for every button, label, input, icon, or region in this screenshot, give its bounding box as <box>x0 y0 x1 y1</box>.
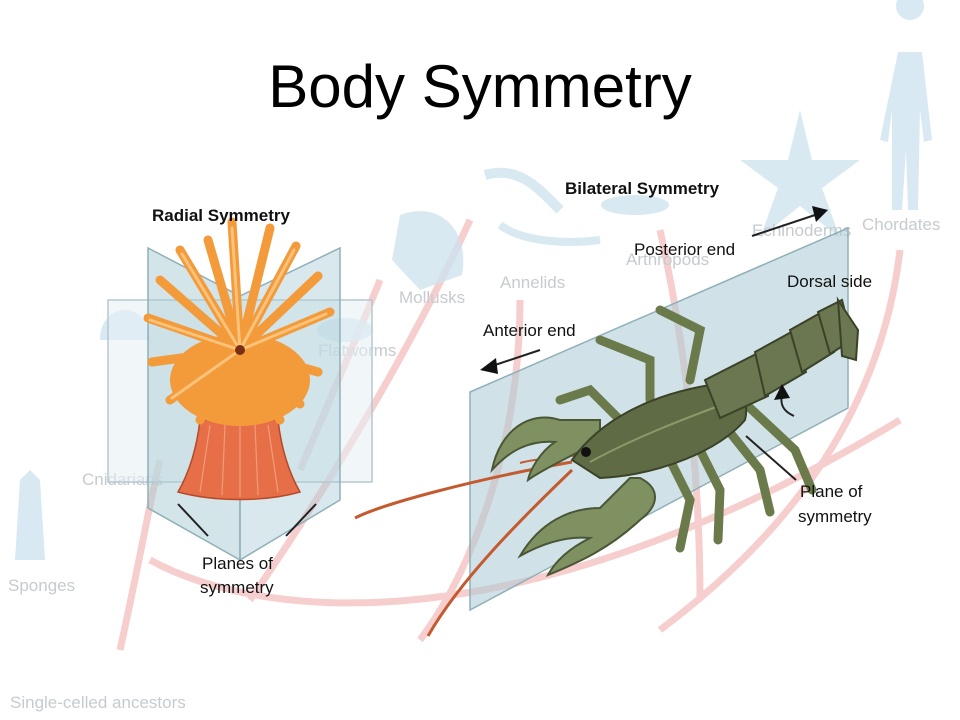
posterior-label: Posterior end <box>634 240 735 259</box>
slide-title: Body Symmetry <box>268 53 692 120</box>
crayfish <box>354 296 860 637</box>
arthropods-label: Arthropods <box>626 250 709 269</box>
faded-organisms <box>15 0 932 560</box>
echinoderms-label: Echinoderms <box>752 221 851 240</box>
anemone-column <box>176 419 302 501</box>
human-silhouette <box>880 0 932 210</box>
claw-upper <box>490 416 601 483</box>
sponge-silhouette <box>15 470 45 560</box>
worm2-silhouette <box>497 221 601 246</box>
worm-silhouette <box>483 167 564 214</box>
shell-silhouette <box>392 211 464 290</box>
starfish-silhouette <box>740 110 860 238</box>
claw-lower <box>517 477 656 577</box>
posterior-arrow <box>751 206 828 237</box>
sea-anemone <box>143 217 335 501</box>
bilateral-heading: Bilateral Symmetry <box>565 179 720 198</box>
plane-label-line2: symmetry <box>798 507 872 526</box>
planes-label-line2: symmetry <box>200 578 274 597</box>
grasshopper-silhouette <box>601 195 669 215</box>
chordates-label: Chordates <box>862 215 940 234</box>
anterior-label: Anterior end <box>483 321 576 340</box>
plane-label-line1: Plane of <box>800 482 863 501</box>
mollusks-label: Mollusks <box>399 288 465 307</box>
annelids-label: Annelids <box>500 273 565 292</box>
plane-pointer <box>745 435 797 481</box>
planes-label-line1: Planes of <box>202 554 273 573</box>
anterior-arrow <box>480 349 541 374</box>
sponges-label: Sponges <box>8 576 75 595</box>
dorsal-label: Dorsal side <box>787 272 872 291</box>
planes-pointer-left <box>177 503 209 537</box>
dorsal-arrow <box>774 384 795 417</box>
ancestors-label: Single-celled ancestors <box>10 693 186 712</box>
planes-pointer-right <box>285 503 317 537</box>
crayfish-eye <box>581 447 591 457</box>
radial-heading: Radial Symmetry <box>152 206 290 225</box>
antenna-long2 <box>426 468 574 637</box>
